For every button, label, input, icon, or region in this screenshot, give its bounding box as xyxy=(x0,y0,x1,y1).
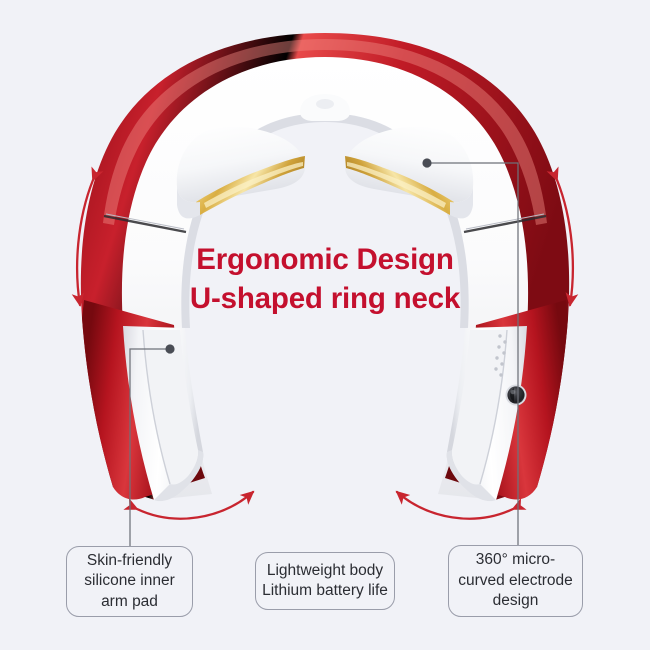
caption-right-line-3: design xyxy=(492,592,539,610)
speaker-holes xyxy=(494,334,507,377)
caption-left-line-2: silicone inner xyxy=(84,572,175,590)
arrow-bottom-left xyxy=(123,490,255,520)
leader-dot-right xyxy=(422,158,432,168)
caption-left-line-3: arm pad xyxy=(101,592,158,610)
hinge-gap-left xyxy=(105,213,185,230)
leader-lines xyxy=(129,162,519,546)
hinge-gap-right xyxy=(465,213,545,230)
inner-pad-left xyxy=(176,126,306,203)
caption-electrode-design: 360° micro- curved electrode design xyxy=(448,545,583,617)
left-arm-tip-face xyxy=(154,450,204,502)
leader-line-left xyxy=(129,348,170,546)
inner-pad-left-lip xyxy=(177,187,200,219)
hinge-seam-right xyxy=(463,214,547,234)
inner-pad-right-gold-shine xyxy=(347,162,446,208)
inner-pad-right xyxy=(344,126,474,203)
leader-dots xyxy=(165,158,432,354)
leader-line-right xyxy=(430,162,519,545)
device-graphic xyxy=(80,33,570,502)
arrow-bottom-right xyxy=(395,490,527,520)
hinge-seam-left xyxy=(103,214,187,234)
right-arm-inner-panel xyxy=(451,330,507,485)
inner-pad-right-lip xyxy=(450,187,473,219)
caption-lightweight-battery: Lightweight body Lithium battery life xyxy=(255,552,395,610)
right-arm-tip-face xyxy=(446,450,496,502)
caption-right-line-2: curved electrode xyxy=(458,571,573,589)
inner-pad-left-gold-shine xyxy=(204,162,303,208)
leader-dot-left xyxy=(165,344,175,354)
left-arm-panel-seam xyxy=(142,329,171,485)
right-arm-panel-seam xyxy=(479,329,508,485)
motion-arrows xyxy=(71,166,579,520)
caption-middle-line-2: Lithium battery life xyxy=(262,582,388,599)
arrow-right-vertical xyxy=(546,166,579,307)
caption-middle-line-1: Lightweight body xyxy=(266,561,384,579)
caption-right-line-1: 360° micro- xyxy=(475,551,556,569)
left-arm-inner-panel xyxy=(143,330,199,485)
bridge-dimple xyxy=(316,99,334,109)
power-button[interactable] xyxy=(505,384,527,406)
arrow-left-vertical xyxy=(71,166,104,307)
caption-left-line-1: Skin-friendly xyxy=(86,551,173,569)
caption-skin-friendly-pad: Skin-friendly silicone inner arm pad xyxy=(66,546,193,617)
